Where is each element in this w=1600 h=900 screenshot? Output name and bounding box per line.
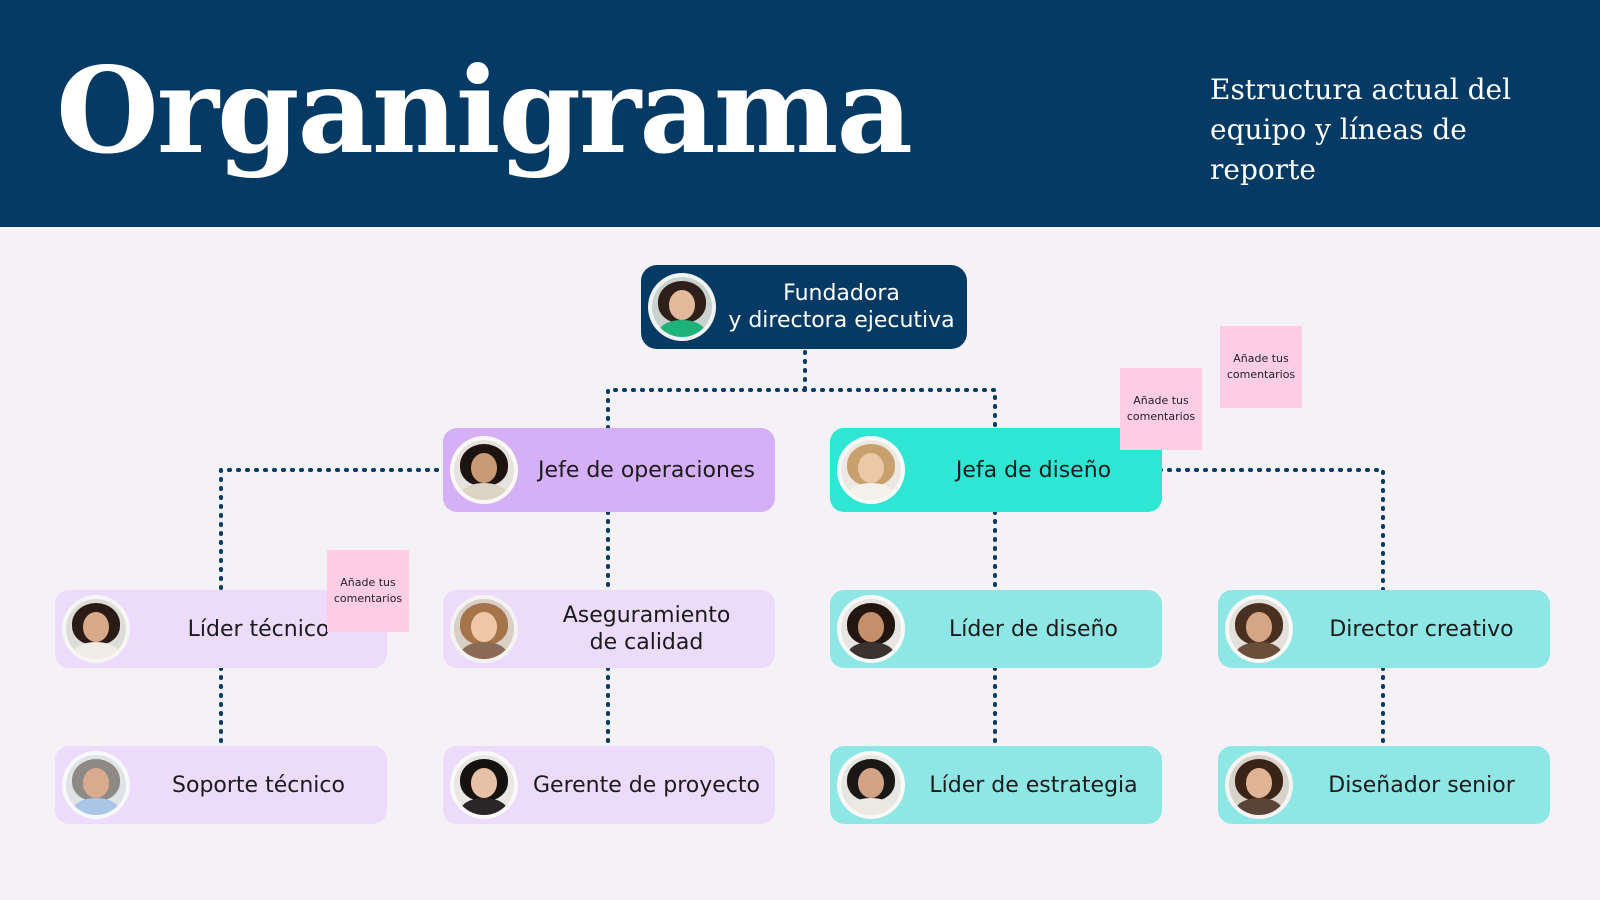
node-aseguramiento-calidad[interactable]: Aseguramiento de calidad [443, 590, 775, 668]
sticky-note-line-2: comentarios [333, 592, 403, 605]
node-jefa-diseno-label: Jefa de diseño [955, 457, 1112, 483]
node-lider-diseno-label: Líder de diseño [949, 616, 1118, 642]
avatar-lider-tecnico [62, 595, 130, 663]
sticky-note-line-1: Añade tus [340, 576, 396, 589]
sticky-note-comment[interactable]: Añade tus comentarios [327, 550, 409, 632]
subtitle-line-1: Estructura actual del [1210, 73, 1512, 106]
node-disenador-senior[interactable]: Diseñador senior [1218, 746, 1550, 824]
avatar-lider-estrategia [837, 751, 905, 819]
header-banner: Organigrama Estructura actual del equipo… [0, 0, 1600, 227]
node-aseguramiento-calidad-label: Aseguramiento de calidad [562, 603, 731, 655]
node-gerente-proyecto[interactable]: Gerente de proyecto [443, 746, 775, 824]
sticky-note-line-1: Añade tus [1133, 394, 1189, 407]
sticky-note-line-2: comentarios [1126, 410, 1196, 423]
sticky-note-line-1: Añade tus [1233, 352, 1289, 365]
node-lider-estrategia-label: Líder de estrategia [929, 772, 1138, 798]
node-lider-diseno[interactable]: Líder de diseño [830, 590, 1162, 668]
avatar-lider-diseno [837, 595, 905, 663]
avatar-disenador-senior [1225, 751, 1293, 819]
node-director-creativo[interactable]: Director creativo [1218, 590, 1550, 668]
sticky-note-comment[interactable]: Añade tus comentarios [1120, 368, 1202, 450]
node-lider-estrategia[interactable]: Líder de estrategia [830, 746, 1162, 824]
connector-design-right [1158, 468, 1385, 592]
node-director-creativo-label: Director creativo [1329, 616, 1514, 642]
avatar-jefa-diseno [837, 436, 905, 504]
connector-ops-left [219, 468, 448, 592]
subtitle-line-2: equipo y líneas de reporte [1210, 113, 1467, 186]
avatar-gerente-proyecto [450, 751, 518, 819]
page-title: Organigrama [56, 41, 913, 180]
node-jefa-diseno[interactable]: Jefa de diseño [830, 428, 1162, 512]
node-gerente-proyecto-label: Gerente de proyecto [533, 772, 760, 798]
sticky-note-comment[interactable]: Añade tus comentarios [1220, 326, 1302, 408]
node-soporte-tecnico-label: Soporte técnico [172, 772, 345, 798]
avatar-fundadora [648, 273, 716, 341]
node-jefe-operaciones-label: Jefe de operaciones [538, 457, 755, 483]
avatar-director-creativo [1225, 595, 1293, 663]
node-fundadora[interactable]: Fundadora y directora ejecutiva [641, 265, 967, 349]
connector-root-branch [606, 388, 997, 430]
avatar-jefe-operaciones [450, 436, 518, 504]
node-jefe-operaciones[interactable]: Jefe de operaciones [443, 428, 775, 512]
avatar-soporte-tecnico [62, 751, 130, 819]
sticky-note-line-2: comentarios [1226, 368, 1296, 381]
node-fundadora-label: Fundadora y directora ejecutiva [728, 281, 955, 333]
avatar-aseguramiento-calidad [450, 595, 518, 663]
node-disenador-senior-label: Diseñador senior [1328, 772, 1515, 798]
page-subtitle: Estructura actual del equipo y líneas de… [1210, 70, 1580, 190]
node-soporte-tecnico[interactable]: Soporte técnico [55, 746, 387, 824]
node-lider-tecnico-label: Líder técnico [187, 616, 330, 642]
